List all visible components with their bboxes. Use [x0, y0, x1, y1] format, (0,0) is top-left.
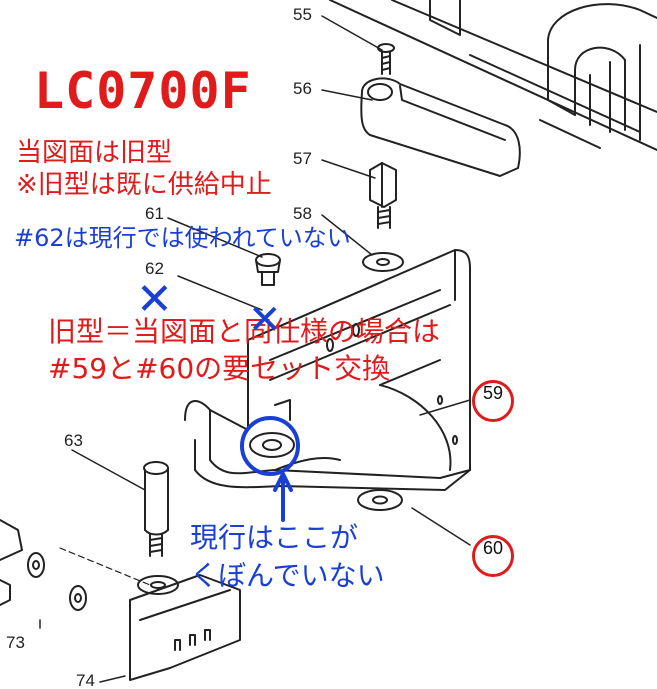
part-lever	[360, 77, 521, 177]
center-line	[59, 547, 151, 586]
part-number-62: 62	[145, 259, 164, 278]
note-same-spec-2: #59と#60の要セット交換	[48, 352, 391, 385]
part-number-55: 55	[293, 5, 312, 24]
circled-part-number-59: 59	[472, 380, 514, 422]
part-pin	[369, 162, 397, 229]
part-number-63: 63	[64, 431, 83, 450]
part-bracket	[184, 249, 471, 491]
note-current-2: くぼんでいない	[190, 559, 385, 592]
housing-outline	[329, 0, 657, 151]
note-current-1: 現行はここが	[190, 521, 359, 554]
cross-mark-icon: ✕	[248, 297, 282, 343]
part-washer-58	[362, 252, 404, 272]
part-bolt-61	[255, 253, 281, 286]
model-title: LC0700F	[34, 62, 252, 120]
cross-mark-icon: ✕	[136, 274, 173, 325]
part-number-56: 56	[293, 79, 312, 98]
note-part62: #62は現行では使われていない	[14, 224, 351, 252]
part-number-74: 74	[76, 671, 95, 689]
part-number-58: 58	[293, 204, 312, 223]
part-washers-73	[0, 519, 87, 611]
part-washer-60	[357, 489, 403, 511]
part-number-57: 57	[293, 149, 312, 168]
part-screw	[377, 43, 395, 75]
note-same-spec-1: 旧型＝当図面と同仕様の場合は	[48, 315, 441, 348]
highlight-annotation	[240, 416, 300, 522]
note-discontinued: ※旧型は既に供給中止	[16, 170, 272, 200]
part-lower-bracket	[129, 574, 241, 681]
part-number-73: 73	[6, 633, 25, 652]
leader-lines	[39, 15, 471, 683]
part-pin-63	[143, 461, 169, 557]
circled-part-number-60: 60	[472, 535, 514, 577]
note-old-model: 当図面は旧型	[16, 138, 173, 168]
part-number-61: 61	[145, 204, 164, 223]
